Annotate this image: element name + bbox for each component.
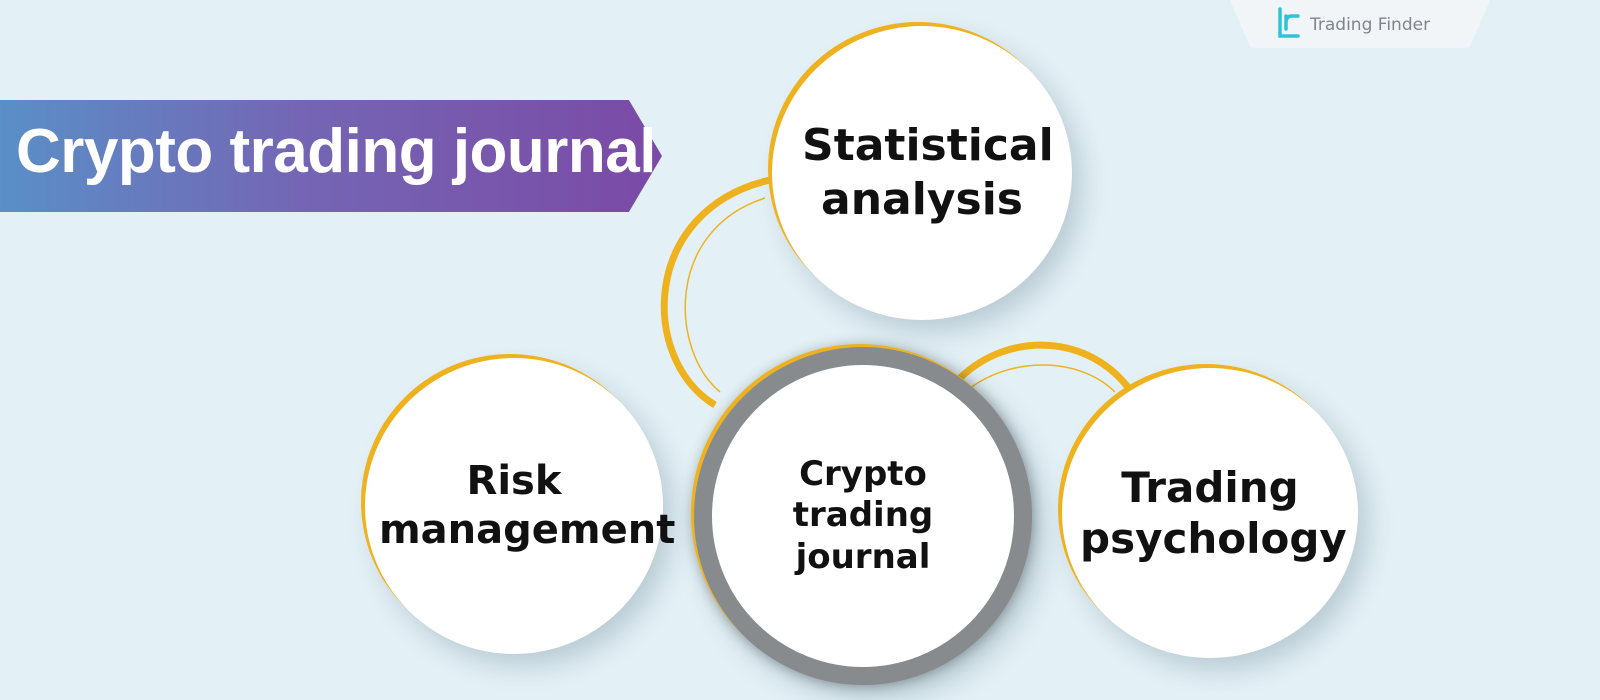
brand-name[interactable]: Trading Finder: [1310, 15, 1431, 35]
page-title: Crypto trading journal: [16, 117, 657, 186]
trading-finder-logo-icon: [1278, 7, 1300, 38]
title-banner: [0, 100, 662, 212]
connector-arc-center-right: [957, 341, 1133, 393]
node-risk-management: Risk management: [365, 358, 676, 654]
logo-tab: [1230, 0, 1490, 48]
node-label-statistical-analysis: Statistical analysis: [802, 120, 1054, 225]
node-label-risk-management: Risk management: [379, 458, 676, 553]
node-crypto-trading-journal: Crypto trading journal: [694, 347, 1032, 685]
node-label-crypto-trading-journal: Crypto trading journal: [792, 453, 934, 577]
connector-arc-top-center-inner: [684, 197, 766, 393]
node-statistical-analysis: Statistical analysis: [772, 26, 1072, 320]
connector-arc-top-center: [660, 176, 771, 408]
node-label-trading-psychology: Trading psychology: [1080, 462, 1347, 563]
node-trading-psychology: Trading psychology: [1062, 368, 1358, 658]
connector-arc-center-right-inner: [964, 364, 1116, 393]
